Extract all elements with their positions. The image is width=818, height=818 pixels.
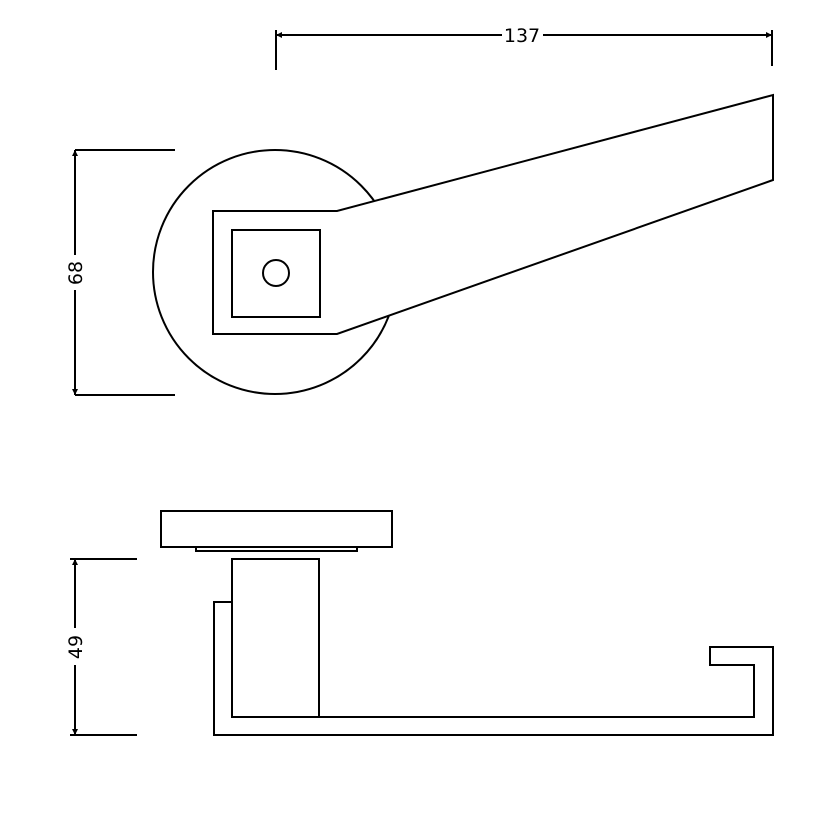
- spindle-hole: [262, 259, 290, 287]
- dimension-rose-label: 68: [65, 261, 87, 285]
- rose-base: [195, 546, 358, 552]
- rose-plate: [160, 510, 393, 548]
- dimension-projection-label: 49: [65, 635, 87, 659]
- side-view: [160, 510, 774, 736]
- dimension-length: 137: [275, 25, 773, 70]
- lever-neck: [231, 558, 320, 718]
- dimension-projection: 49: [65, 558, 137, 736]
- lever-profile: [213, 601, 774, 736]
- front-view: [152, 93, 774, 395]
- spindle-square: [231, 229, 321, 318]
- dimension-rose-diameter: 68: [65, 149, 175, 396]
- dimension-length-label: 137: [504, 25, 540, 47]
- lever-outline: [212, 93, 774, 335]
